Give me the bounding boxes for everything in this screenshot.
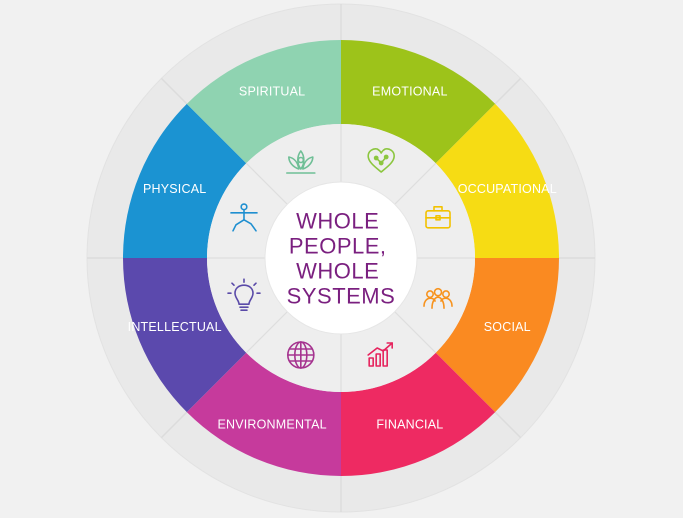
segment-occupational — [435, 103, 559, 258]
lightbulb-icon — [227, 278, 261, 311]
center-title-line-3: WHOLE — [296, 259, 379, 284]
center-disc — [264, 181, 418, 335]
briefcase-icon — [425, 206, 451, 229]
center-title: WHOLE PEOPLE, WHOLE SYSTEMS — [287, 209, 396, 309]
segment-label-emotional: EMOTIONAL — [372, 85, 447, 99]
segment-spiritual — [186, 39, 341, 164]
segment-label-occupational: OCCUPATIONAL — [458, 182, 557, 196]
inner-dividers — [207, 124, 475, 392]
segment-label-financial: FINANCIAL — [376, 417, 443, 431]
segment-intellectual — [123, 258, 247, 413]
inner-divider-line — [245, 162, 288, 205]
segment-physical — [123, 103, 247, 258]
center-title-line-4: SYSTEMS — [287, 284, 396, 309]
segment-environmental — [186, 352, 341, 476]
lotus-icon — [286, 150, 316, 174]
growth-chart-icon — [367, 342, 393, 367]
globe-icon — [287, 341, 315, 369]
segment-social — [435, 258, 559, 413]
segment-label-environmental: ENVIRONMENTAL — [217, 417, 326, 431]
heart-network-icon — [367, 148, 395, 173]
segment-label-social: SOCIAL — [484, 320, 531, 334]
center-title-line-2: PEOPLE, — [289, 234, 387, 259]
segment-label-physical: PHYSICAL — [143, 182, 206, 196]
center-title-line-1: WHOLE — [296, 209, 379, 234]
people-group-icon — [423, 287, 453, 309]
segments-group: EMOTIONAL OCCUPATIONAL SOCIAL FINANCIAL ENVI… — [87, 4, 595, 512]
inner-divider-line — [394, 162, 437, 205]
segment-emotional — [341, 40, 496, 164]
yoga-pose-icon — [230, 203, 258, 232]
inner-divider-line — [245, 311, 288, 354]
outer-divider-line — [494, 77, 522, 105]
segment-label-intellectual: INTELLECTUAL — [128, 320, 222, 334]
outer-divider-line — [160, 411, 188, 439]
outer-divider-line — [494, 411, 522, 439]
inner-divider-line — [394, 311, 437, 354]
outer-divider-line — [160, 77, 188, 105]
segment-financial — [341, 352, 496, 476]
segment-label-spiritual: SPIRITUAL — [239, 85, 305, 99]
icons-group — [227, 148, 453, 369]
